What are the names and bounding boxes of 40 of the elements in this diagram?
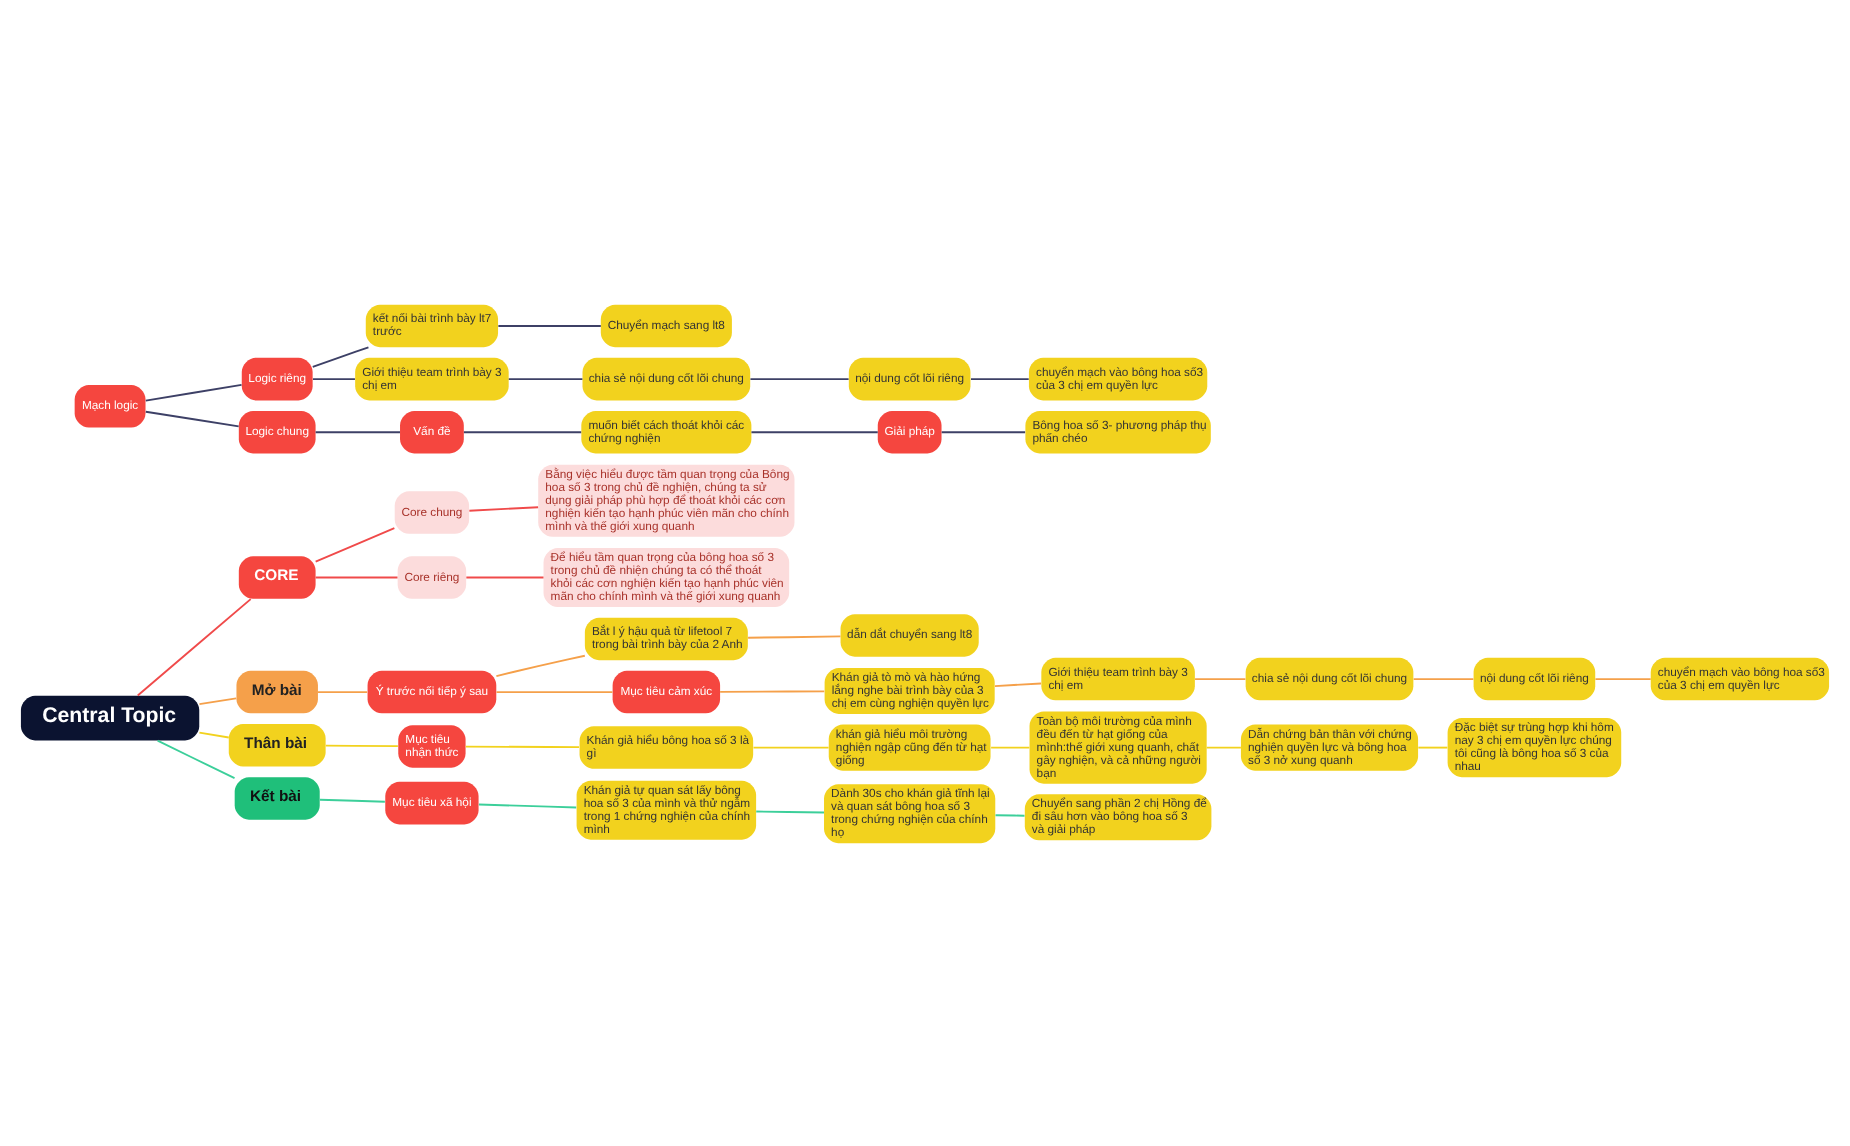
connector bbox=[144, 409, 240, 427]
connector bbox=[314, 430, 401, 433]
connector bbox=[314, 526, 396, 562]
connector bbox=[198, 730, 230, 738]
connector bbox=[144, 382, 243, 401]
connector bbox=[970, 377, 1030, 380]
connector bbox=[497, 324, 602, 326]
connector bbox=[468, 505, 540, 511]
connector bbox=[749, 377, 850, 380]
connector bbox=[940, 430, 1027, 433]
connector bbox=[311, 345, 370, 367]
node-box: Central Topic bbox=[20, 694, 200, 740]
connector bbox=[136, 597, 252, 696]
connector bbox=[495, 653, 586, 677]
connector bbox=[1594, 677, 1652, 680]
connector bbox=[462, 430, 583, 433]
connector bbox=[994, 813, 1026, 816]
connector bbox=[990, 745, 1031, 748]
connector bbox=[312, 377, 356, 380]
connector bbox=[464, 744, 580, 748]
connector bbox=[1412, 677, 1475, 680]
connector bbox=[495, 690, 614, 693]
connector bbox=[198, 696, 238, 705]
connector bbox=[1194, 677, 1247, 680]
connector bbox=[1205, 745, 1242, 748]
connector bbox=[465, 575, 545, 578]
connector bbox=[750, 430, 879, 433]
connector bbox=[317, 690, 369, 693]
connector bbox=[755, 809, 825, 813]
connector bbox=[747, 634, 842, 638]
connector bbox=[994, 681, 1042, 687]
connector bbox=[314, 575, 399, 578]
connector bbox=[752, 745, 830, 748]
connector bbox=[319, 797, 386, 802]
connector bbox=[507, 377, 584, 380]
connector bbox=[1417, 745, 1449, 748]
connector bbox=[324, 743, 399, 747]
connector bbox=[156, 738, 236, 779]
connector bbox=[719, 689, 826, 692]
connector bbox=[478, 802, 578, 808]
